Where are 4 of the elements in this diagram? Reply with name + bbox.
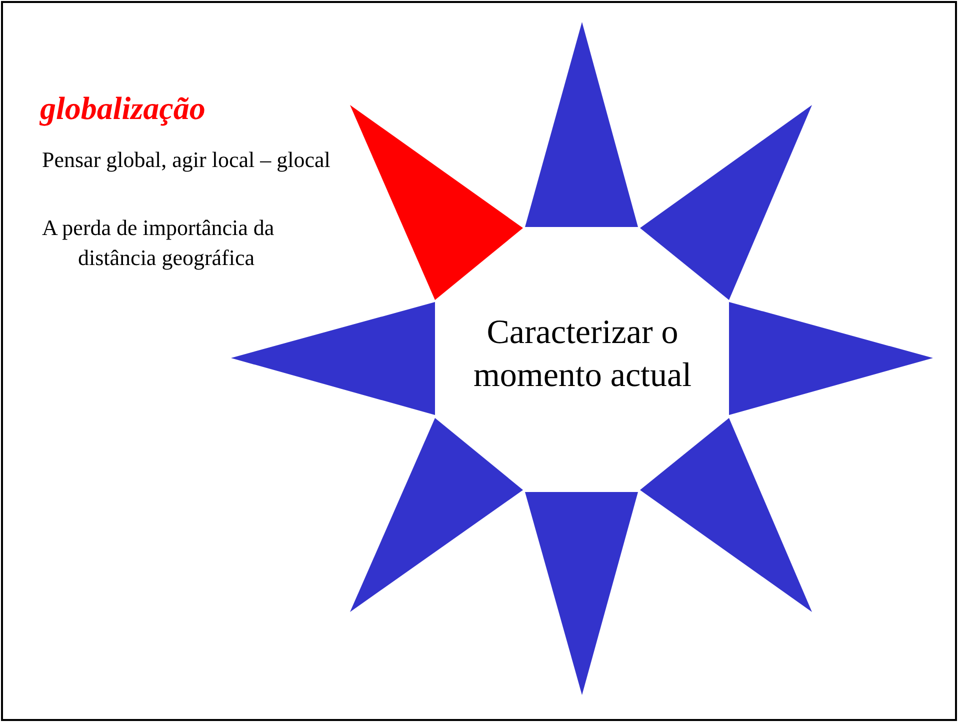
heading: globalização	[40, 90, 206, 127]
center-text: Caracterizar o momento actual	[440, 312, 725, 397]
bullet-text: A perda de importância da distância geográfica	[42, 214, 276, 272]
bullet-text: Pensar global, agir local – glocal	[42, 146, 332, 174]
